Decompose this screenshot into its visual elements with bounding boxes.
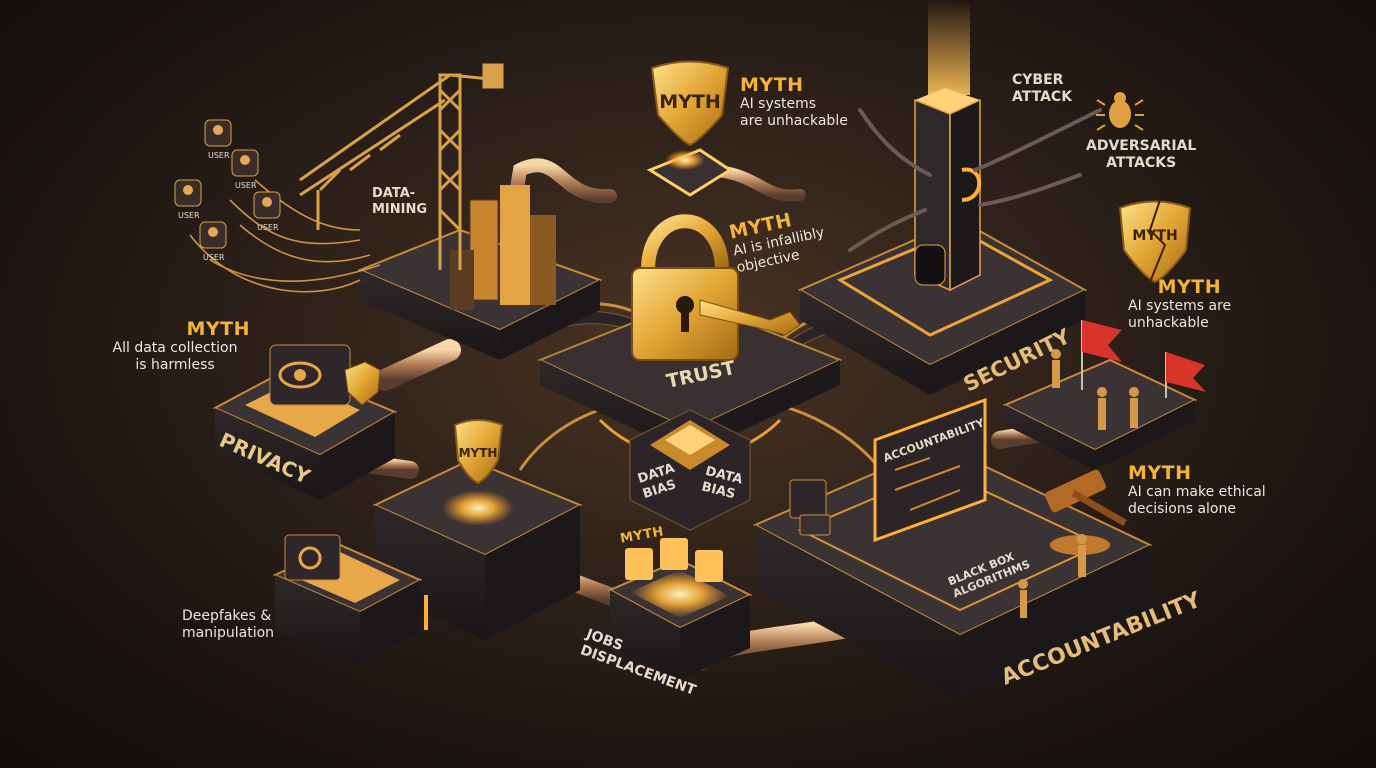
security-tower	[914, 0, 982, 292]
data-bias-box	[629, 409, 751, 531]
eye-shield-icon	[269, 344, 381, 406]
myth-text: All data collection is harmless	[112, 340, 238, 373]
data-streams	[189, 179, 381, 293]
myth-annotation-unhackable-right: MYTH AI systems are unhackable	[1128, 276, 1231, 332]
deepfakes-platform	[272, 534, 423, 665]
myth-heading: MYTH	[1157, 276, 1222, 298]
user-node: USER	[231, 149, 259, 190]
flag-icon	[1165, 352, 1206, 398]
svg-text:USER: USER	[203, 253, 225, 262]
label-cyber-attack: CYBER ATTACK	[1012, 72, 1073, 105]
svg-text:MYTH: MYTH	[659, 91, 721, 113]
user-nodes: USER USER USER USER USER	[174, 119, 281, 262]
myth-shield-core: MYTH	[453, 419, 504, 485]
myth-annotation-unhackable-top: MYTH AI systems are unhackable	[740, 74, 848, 130]
pipe-myth-top	[508, 158, 617, 207]
computer-icon	[789, 479, 831, 536]
user-node: USER	[253, 191, 281, 232]
myth-heading: MYTH	[186, 318, 250, 340]
data-mining-platform	[357, 185, 603, 360]
myth-text: AI systems are unhackable	[1128, 298, 1232, 331]
user-node: USER	[204, 119, 232, 160]
myth-annotation-data-collection: MYTH All data collection is harmless	[100, 318, 250, 374]
core-platform	[372, 458, 583, 640]
svg-text:MYTH: MYTH	[459, 446, 498, 460]
accountability-screen	[873, 397, 987, 543]
label-deepfakes: Deepfakes & manipulation	[182, 608, 275, 641]
label-data-mining: DATA- MINING	[372, 186, 428, 217]
padlock-icon	[631, 214, 801, 361]
pipe-privacy	[374, 339, 461, 391]
myth-heading: MYTH	[740, 74, 804, 96]
user-node: USER	[174, 179, 202, 220]
accountability-platform	[752, 443, 1153, 700]
myth-text: AI systems are unhackable	[740, 96, 848, 129]
bug-icon	[1096, 92, 1144, 131]
label-adversarial-attacks: ADVERSARIAL ATTACKS	[1086, 138, 1197, 171]
attack-cables	[848, 108, 1102, 252]
myth-heading: MYTH	[1128, 462, 1192, 484]
svg-text:USER: USER	[257, 223, 279, 232]
security-platform	[797, 218, 1088, 395]
svg-text:USER: USER	[208, 151, 230, 160]
jobs-platform	[607, 538, 753, 680]
svg-text:MYTH: MYTH	[1132, 228, 1177, 244]
svg-text:USER: USER	[178, 211, 200, 220]
people-figures	[1018, 349, 1139, 618]
myth-annotation-ethical: MYTH AI can make ethical decisions alone	[1128, 462, 1266, 518]
flag-icon	[1081, 320, 1122, 390]
myth-shield-broken: MYTH	[1118, 199, 1192, 284]
svg-text:USER: USER	[235, 181, 257, 190]
myth-shield-top: MYTH	[646, 60, 733, 197]
user-node: USER	[199, 221, 227, 262]
crane-icon	[299, 63, 504, 270]
privacy-platform	[212, 366, 398, 500]
myth-text: AI can make ethical decisions alone	[1128, 484, 1266, 517]
